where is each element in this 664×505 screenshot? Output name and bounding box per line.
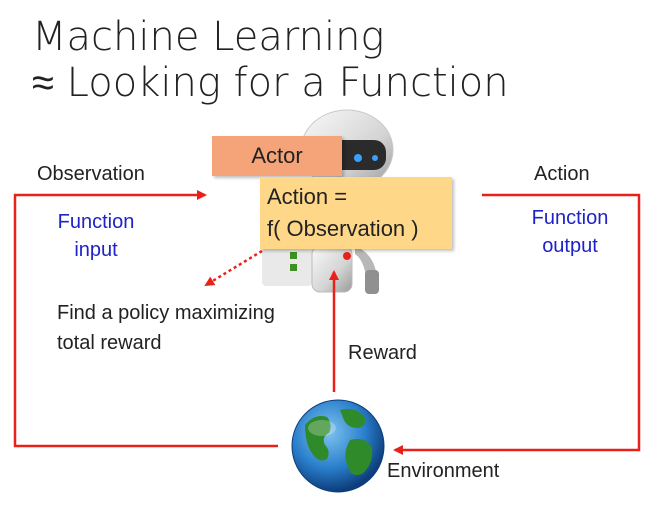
actor-box: Actor [212, 136, 342, 176]
function-box: Action = f( Observation ) [260, 177, 452, 249]
globe-icon [292, 400, 384, 492]
function-output-line-2: output [520, 232, 620, 260]
actor-label: Actor [251, 143, 302, 169]
environment-label: Environment [387, 460, 499, 483]
function-input-label: Function input [46, 208, 146, 264]
function-input-line-1: Function [46, 208, 146, 236]
observation-label: Observation [37, 163, 145, 186]
function-output-line-1: Function [520, 204, 620, 232]
function-line-1: Action = [267, 181, 452, 213]
policy-line-2: total reward [57, 328, 275, 358]
function-input-line-2: input [46, 236, 146, 264]
function-line-2: f( Observation ) [267, 213, 452, 245]
policy-line-1: Find a policy maximizing [57, 298, 275, 328]
policy-arrow [206, 251, 262, 285]
function-output-label: Function output [520, 204, 620, 260]
reward-label: Reward [348, 342, 417, 365]
policy-label: Find a policy maximizing total reward [57, 298, 275, 358]
action-label: Action [534, 163, 590, 186]
